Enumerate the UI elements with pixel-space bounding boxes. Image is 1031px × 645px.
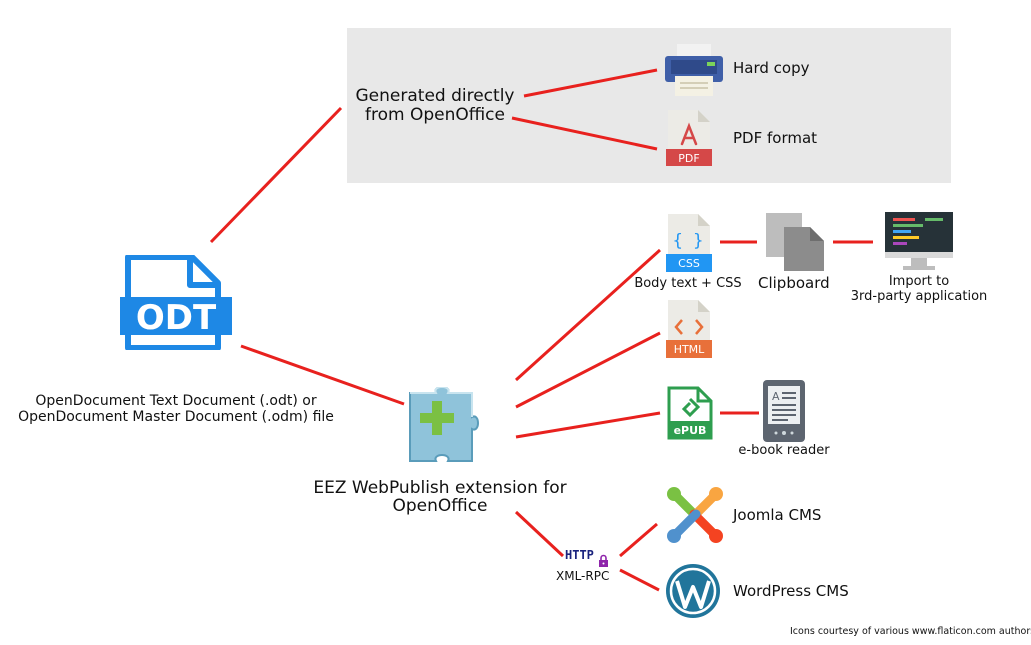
svg-text:{ }: { } xyxy=(673,231,704,251)
odt-caption: OpenDocument Text Document (.odt) or Ope… xyxy=(18,393,334,425)
svg-text:A: A xyxy=(772,390,780,403)
clipboard-icon xyxy=(766,213,824,271)
printer-icon xyxy=(665,44,723,96)
puzzle-icon xyxy=(409,387,479,462)
css-caption: Body text + CSS xyxy=(634,276,742,291)
http-text: HTTP xyxy=(565,548,594,562)
joomla-icon xyxy=(667,487,723,543)
svg-text:PDF: PDF xyxy=(678,152,699,165)
pdf-icon: PDF xyxy=(666,110,712,166)
connector-extension-http xyxy=(514,510,565,558)
html-file-icon: HTML xyxy=(666,300,712,358)
pdf-format-label: PDF format xyxy=(733,129,818,147)
svg-text:ODT: ODT xyxy=(136,298,217,338)
connector-http-joomla xyxy=(619,522,658,558)
css-file-icon: { } CSS xyxy=(666,214,712,272)
connector-odt-generated xyxy=(209,106,343,244)
clipboard-label: Clipboard xyxy=(758,274,830,292)
monitor-icon xyxy=(885,212,953,270)
generated-panel xyxy=(347,28,951,183)
svg-text:CSS: CSS xyxy=(678,257,700,270)
connector-odt-extension xyxy=(240,344,405,406)
connector-generated-hardcopy xyxy=(523,68,658,98)
ebook-reader-icon: A xyxy=(763,380,805,442)
connector-http-wordpress xyxy=(619,568,660,592)
svg-text:HTML: HTML xyxy=(674,343,705,356)
xmlrpc-label: XML-RPC xyxy=(556,569,610,583)
http-lock-icon: HTTP xyxy=(565,546,611,568)
wordpress-icon xyxy=(666,564,720,618)
wordpress-label: WordPress CMS xyxy=(733,582,849,600)
svg-text:ePUB: ePUB xyxy=(674,424,707,437)
joomla-label: Joomla CMS xyxy=(733,506,822,524)
hard-copy-label: Hard copy xyxy=(733,59,810,77)
extension-label: EEZ WebPublish extension for OpenOffice xyxy=(313,478,567,516)
odt-file-icon: ODT xyxy=(120,255,232,350)
credits-label: Icons courtesy of various www.flaticon.c… xyxy=(790,626,1031,637)
ebook-reader-label: e-book reader xyxy=(738,443,830,458)
connector-extension-css xyxy=(514,248,662,382)
connector-extension-epub xyxy=(515,411,661,439)
import-label: Import to 3rd-party application xyxy=(850,274,988,304)
generated-label: Generated directly from OpenOffice xyxy=(355,86,515,125)
epub-file-icon: ePUB xyxy=(667,386,713,440)
connector-extension-html xyxy=(515,331,661,409)
connector-generated-pdf xyxy=(511,116,658,151)
